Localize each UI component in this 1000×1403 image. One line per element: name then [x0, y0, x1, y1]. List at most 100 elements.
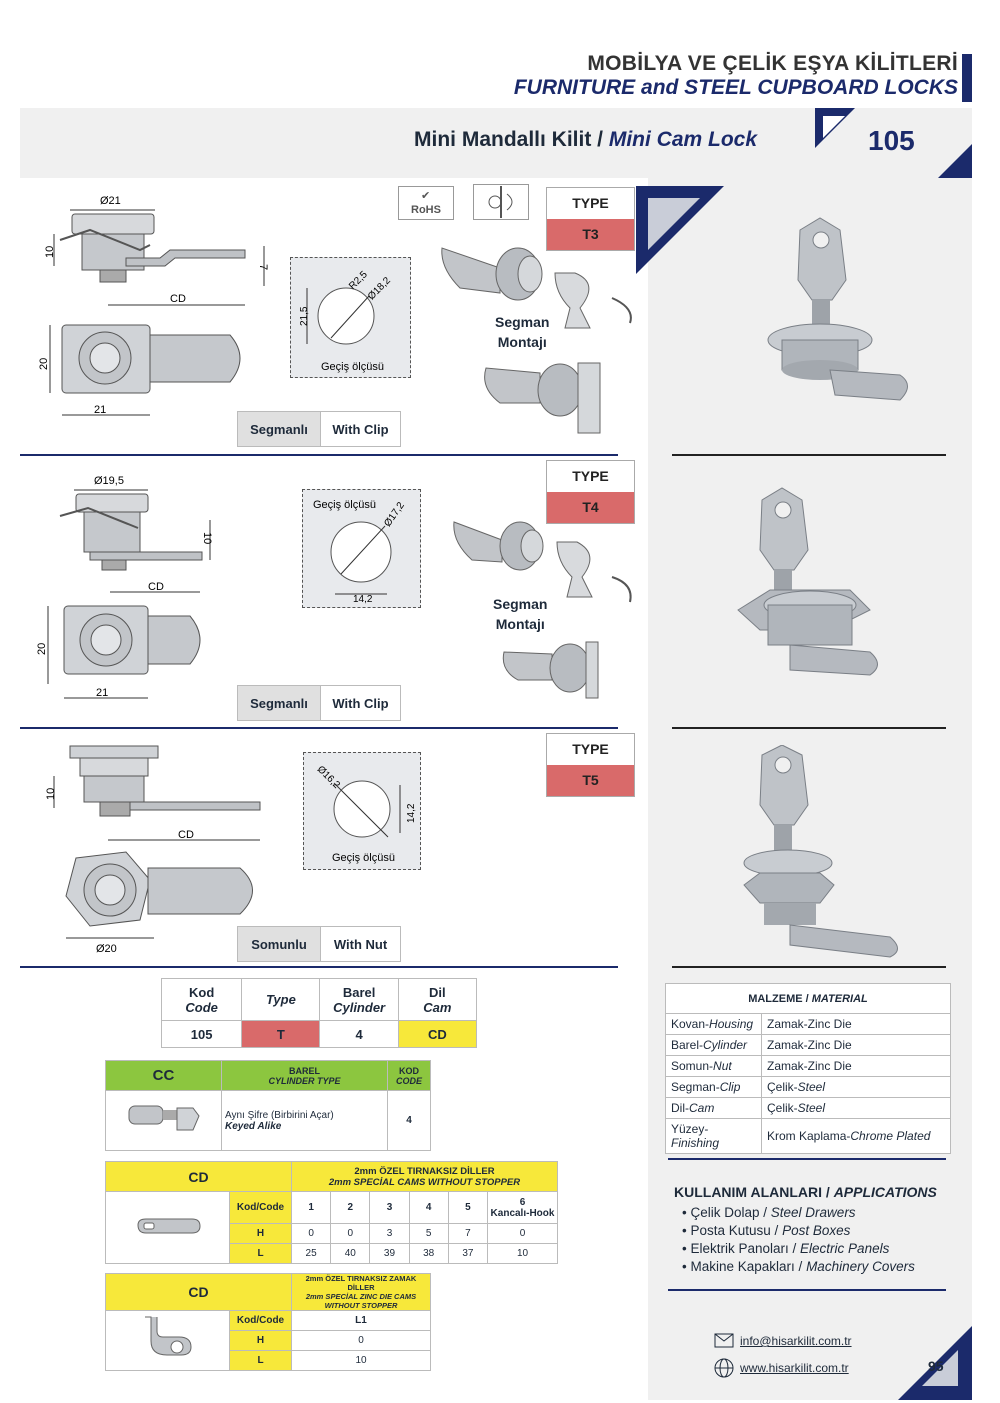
- list-item: • Çelik Dolap / Steel Drawers: [682, 1205, 856, 1220]
- type-value: T5: [547, 765, 634, 796]
- page-number: 95: [928, 1358, 944, 1374]
- h-line-en: CODE: [395, 1075, 422, 1086]
- cylinder-key-icon: [128, 1105, 200, 1131]
- mat-label: Barel-: [671, 1038, 704, 1052]
- dim-label: 20: [38, 358, 50, 370]
- row-key: L: [229, 1350, 292, 1371]
- rohs-badge: ✔ RoHS: [398, 186, 454, 220]
- code-cell: 4: [319, 1020, 399, 1048]
- cell: 3: [369, 1223, 410, 1244]
- corner-triangle-icon: [815, 108, 855, 148]
- photo-divider: [672, 454, 946, 456]
- list-item: • Makine Kapakları / Machinery Covers: [682, 1259, 915, 1274]
- mat-label: Yüzey-: [671, 1122, 709, 1136]
- dim-label: CD: [148, 581, 164, 593]
- row-key: L: [229, 1243, 292, 1264]
- dim-label: Ø18,2: [366, 275, 393, 302]
- apps-header-en: APPLICATIONS: [833, 1184, 937, 1200]
- zinc-cam-icon: [144, 1316, 192, 1356]
- mat-label: Dil-: [671, 1101, 689, 1115]
- web-link[interactable]: www.hisarkilit.com.tr: [740, 1361, 849, 1375]
- mat-value: Zamak-Zinc Die: [767, 1059, 852, 1073]
- h-line: Kod: [188, 984, 215, 1000]
- drawing-t3: Ø21 10 7 CD 20 21: [38, 195, 269, 416]
- applications: KULLANIM ALANLARI / APPLICATIONS • Çelik…: [674, 1184, 937, 1276]
- segman-line1: Segman: [493, 596, 548, 612]
- email-icon: [714, 1333, 734, 1348]
- segman-line2: Montajı: [495, 616, 545, 632]
- h-line: KOD: [399, 1065, 419, 1076]
- header-accent-bar: [962, 54, 972, 102]
- code-cell: T: [241, 1020, 321, 1048]
- col-head: 3: [369, 1191, 410, 1224]
- col-head: 4: [408, 1191, 449, 1224]
- rohs-label: RoHS: [411, 204, 441, 216]
- drawing-t5: 10 CD Ø20: [45, 745, 261, 955]
- dim-label: 21,5: [299, 306, 310, 326]
- app-tr: Posta Kutusu /: [690, 1223, 779, 1238]
- clip-assembly-t4: [453, 521, 632, 699]
- cutout-label: Geçiş ölçüsü: [332, 852, 395, 864]
- right-column: [648, 178, 972, 1400]
- table-row: 105 T 4 CD: [160, 1020, 478, 1048]
- clip-tr: Segmanlı: [238, 686, 320, 720]
- type-box-t5: TYPE T5: [546, 733, 635, 797]
- col-head: L1: [291, 1310, 431, 1331]
- section-divider: [20, 727, 618, 729]
- clip-tr: Somunlu: [238, 927, 320, 961]
- table-row: H 0 0 3 5 7 0: [106, 1223, 558, 1244]
- clip-type-t4: Segmanlı With Clip: [237, 685, 401, 721]
- type-label: TYPE: [547, 188, 634, 219]
- cutout-drawing: Ø16,2 14,2 Geçiş ölçüsü: [315, 764, 417, 864]
- mat-value-en: Steel: [797, 1101, 826, 1115]
- dim-label: 14,2: [406, 803, 417, 823]
- product-title: Mini Mandallı Kilit / Mini Cam Lock: [414, 128, 757, 152]
- apps-header-tr: KULLANIM ALANLARI /: [674, 1184, 830, 1200]
- type-value: T4: [547, 492, 634, 523]
- header-title: MOBİLYA VE ÇELİK EŞYA KİLİTLERİ FURNITUR…: [514, 52, 958, 100]
- mat-value-en: Chrome Plated: [850, 1129, 931, 1143]
- code-cell: CD: [397, 1020, 478, 1048]
- cam-plate-icon: [136, 1218, 201, 1234]
- mat-label-en: Finishing: [671, 1136, 720, 1150]
- dim-label: 10: [45, 788, 57, 800]
- h-line: Dil: [429, 984, 446, 1000]
- cc-desc-en: Keyed Alike: [225, 1120, 282, 1132]
- product-photo-t4: [737, 487, 878, 676]
- corner-triangle-icon: [938, 144, 972, 178]
- mat-label: Kovan-: [671, 1017, 710, 1031]
- section-divider: [20, 966, 618, 968]
- dim-label: R2,5: [347, 269, 370, 292]
- h-line-en: WITHOUT STOPPER: [324, 1301, 398, 1310]
- table-row: Kod/Code L1: [105, 1310, 431, 1371]
- dim-label: 20: [36, 643, 48, 655]
- cutout-t3: R2,5 Ø18,2 21,5 Geçiş ölçüsü: [290, 257, 411, 378]
- code-label: Kod/Code: [229, 1310, 292, 1331]
- applications-header: KULLANIM ALANLARI / APPLICATIONS: [674, 1184, 937, 1200]
- cutout-label: Geçiş ölçüsü: [313, 499, 376, 511]
- email-link[interactable]: info@hisarkilit.com.tr: [740, 1334, 852, 1348]
- dim-label: 10: [44, 246, 56, 258]
- photo-divider: [672, 727, 946, 729]
- mat-label-en: Housing: [709, 1017, 754, 1031]
- product-title-en: Mini Cam Lock: [608, 128, 758, 151]
- mat-label-en: Nut: [713, 1059, 732, 1073]
- product-title-tr: Mini Mandallı Kilit /: [414, 128, 603, 151]
- app-tr: Elektrik Panoları /: [690, 1241, 797, 1256]
- cc-desc: Aynı Şifre (Birbirini Açar) Keyed Alike: [221, 1090, 388, 1151]
- cell: 10: [291, 1350, 431, 1371]
- mat-label: Somun-: [671, 1059, 714, 1073]
- dim-label: Ø21: [100, 195, 121, 207]
- app-en: Post Boxes: [782, 1223, 851, 1238]
